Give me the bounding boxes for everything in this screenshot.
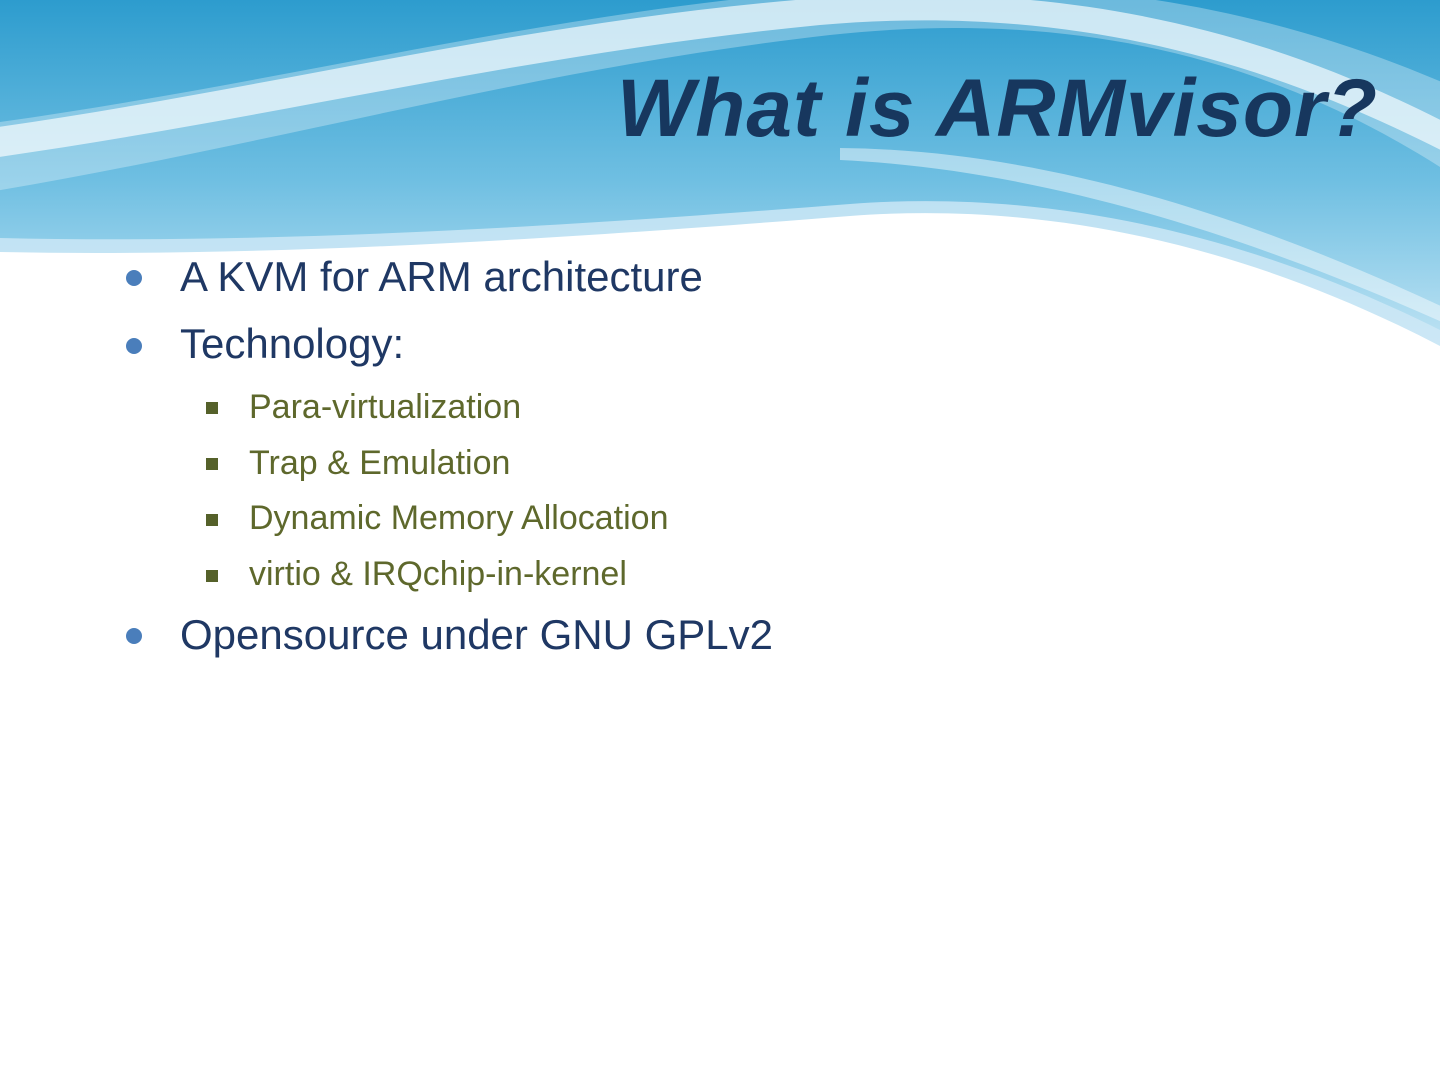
bullet-text: Opensource under GNU GPLv2 [180, 610, 773, 658]
header-wave-graphic [0, 0, 1440, 400]
square-bullet-icon [206, 513, 218, 526]
bullet-item: Technology: [126, 319, 773, 369]
sub-bullet-item: Trap & Emulation [206, 443, 773, 484]
bullet-item: Opensource under GNU GPLv2 [126, 610, 773, 660]
bullet-text: A KVM for ARM architecture [180, 253, 703, 300]
sub-bullet-item: Dynamic Memory Allocation [206, 498, 773, 539]
bullet-dot-icon [126, 337, 142, 354]
bullet-dot-icon [126, 628, 142, 645]
square-bullet-icon [206, 569, 218, 582]
slide-title: What is ARMvisor? [616, 63, 1378, 154]
sub-bullet-text: Trap & Emulation [249, 443, 511, 482]
slide-header: What is ARMvisor? [0, 0, 1440, 400]
square-bullet-icon [206, 402, 218, 415]
sub-bullet-text: Para-virtualization [249, 387, 522, 426]
square-bullet-icon [206, 457, 218, 470]
sub-bullet-item: virtio & IRQchip-in-kernel [206, 554, 773, 595]
sub-bullet-item: Para-virtualization [206, 387, 773, 428]
sub-bullet-text: Dynamic Memory Allocation [249, 499, 669, 538]
slide-body: A KVM for ARM architecture Technology: P… [126, 252, 773, 677]
bullet-item: A KVM for ARM architecture [126, 252, 773, 302]
bullet-dot-icon [126, 270, 142, 287]
bullet-text: Technology: [180, 320, 405, 368]
sub-bullet-text: virtio & IRQchip-in-kernel [249, 555, 627, 594]
